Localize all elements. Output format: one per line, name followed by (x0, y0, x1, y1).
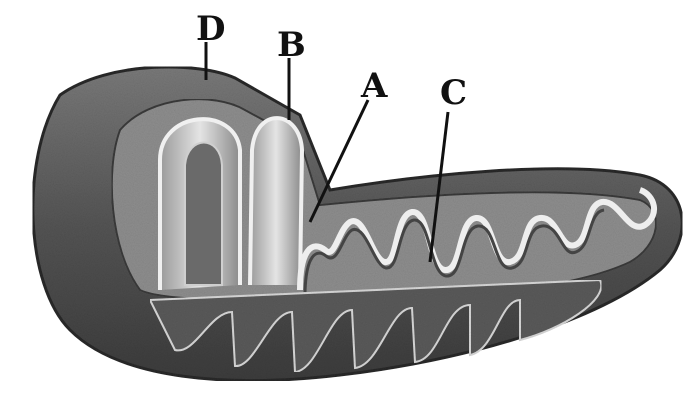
crista-large-2 (250, 118, 302, 285)
label-a: A (360, 66, 388, 106)
label-b: B (277, 25, 306, 65)
label-d: D (196, 9, 225, 49)
crista-large-inner (185, 143, 222, 286)
label-c: C (440, 73, 467, 113)
